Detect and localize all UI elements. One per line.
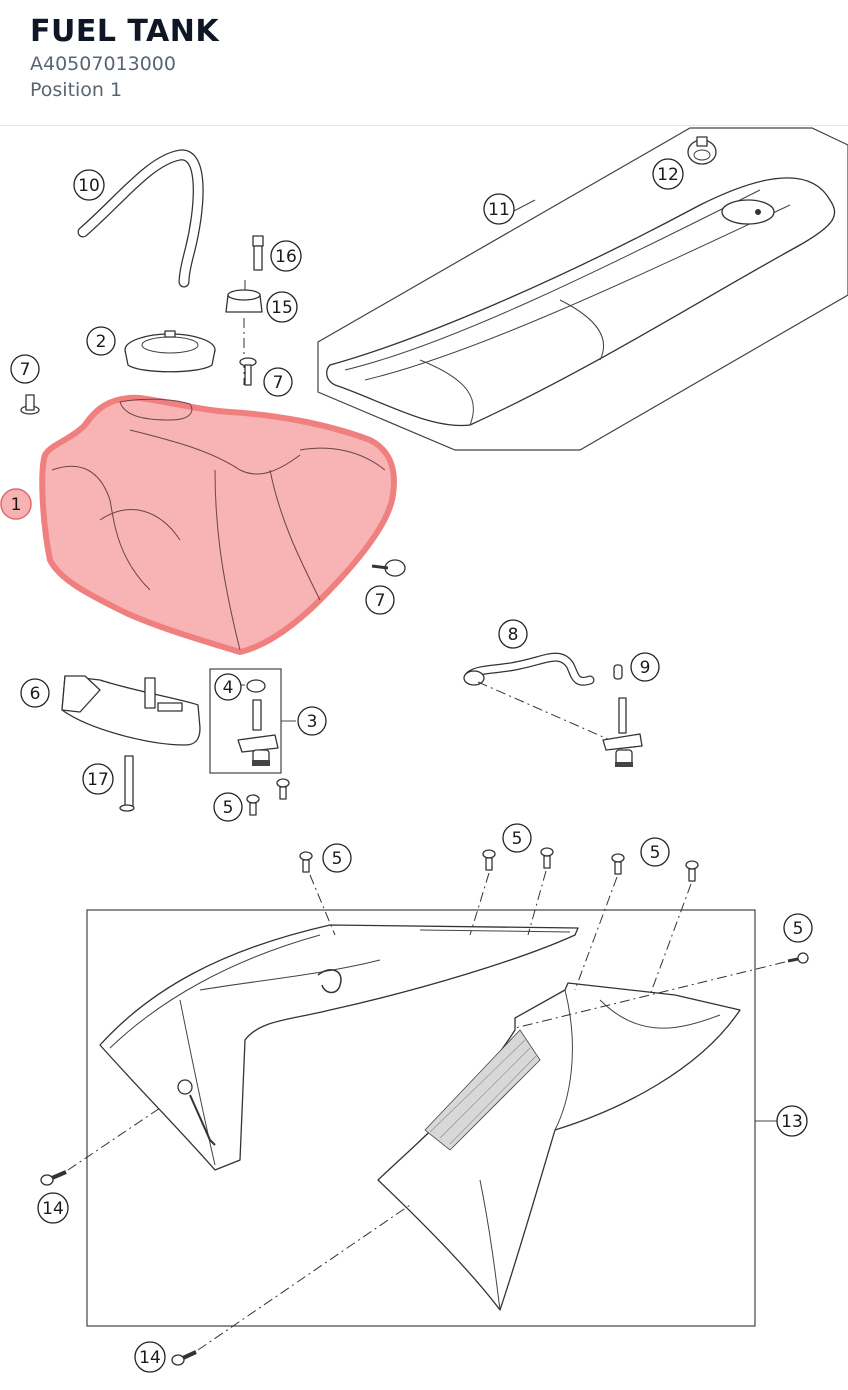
position-label: Position 1 bbox=[30, 79, 123, 101]
page-header: FUEL TANK A40507013000 Position 1 bbox=[0, 0, 848, 126]
part-seat-knob[interactable] bbox=[687, 136, 717, 165]
svg-text:16: 16 bbox=[275, 247, 297, 267]
svg-text:5: 5 bbox=[223, 798, 234, 818]
svg-text:13: 13 bbox=[781, 1112, 803, 1132]
page-title: FUEL TANK bbox=[30, 14, 220, 49]
svg-text:5: 5 bbox=[650, 843, 661, 863]
svg-text:5: 5 bbox=[332, 849, 343, 869]
part-screw-5-tap[interactable] bbox=[246, 778, 290, 816]
part-screw-5-spoiler-5[interactable] bbox=[685, 860, 699, 882]
svg-text:15: 15 bbox=[271, 298, 293, 318]
callout-2[interactable]: 2 bbox=[86, 326, 116, 356]
callout-13[interactable]: 13 bbox=[776, 1105, 808, 1137]
part-spoiler-left[interactable] bbox=[99, 924, 579, 1171]
callout-16[interactable]: 16 bbox=[270, 240, 302, 272]
svg-text:6: 6 bbox=[30, 684, 41, 704]
part-fuel-tank[interactable] bbox=[39, 394, 397, 655]
callout-11[interactable]: 11 bbox=[483, 193, 515, 225]
part-fuel-tap-right[interactable] bbox=[602, 697, 643, 767]
callout-5-spoiler-side[interactable]: 5 bbox=[783, 913, 813, 943]
part-screw-5-spoiler-3[interactable] bbox=[540, 847, 554, 869]
callout-5-spoiler-right[interactable]: 5 bbox=[640, 837, 670, 867]
callout-10[interactable]: 10 bbox=[73, 169, 105, 201]
svg-text:7: 7 bbox=[20, 360, 31, 380]
callout-9[interactable]: 9 bbox=[630, 652, 660, 682]
part-bolt-17[interactable] bbox=[119, 755, 135, 812]
svg-text:7: 7 bbox=[273, 373, 284, 393]
callout-7-left[interactable]: 7 bbox=[10, 354, 40, 384]
svg-text:14: 14 bbox=[42, 1199, 64, 1219]
svg-text:14: 14 bbox=[139, 1348, 161, 1368]
group-box-spoilers bbox=[86, 909, 756, 1327]
part-bolt-16[interactable] bbox=[252, 235, 264, 271]
part-fuel-cap[interactable] bbox=[124, 330, 216, 373]
callout-14-bottom[interactable]: 14 bbox=[134, 1341, 166, 1373]
part-seat[interactable] bbox=[317, 127, 848, 451]
part-screw-7-right[interactable] bbox=[371, 559, 406, 577]
svg-text:3: 3 bbox=[307, 712, 318, 732]
callout-7-top[interactable]: 7 bbox=[263, 367, 293, 397]
part-spoiler-right[interactable] bbox=[377, 982, 741, 1311]
callout-15[interactable]: 15 bbox=[266, 291, 298, 323]
callout-7-right[interactable]: 7 bbox=[365, 585, 395, 615]
part-tank-bracket[interactable] bbox=[61, 675, 201, 746]
part-screw-7-left[interactable] bbox=[20, 394, 40, 415]
part-bolt-14-left[interactable] bbox=[40, 1170, 67, 1186]
callout-4[interactable]: 4 bbox=[214, 673, 242, 701]
svg-text:7: 7 bbox=[375, 591, 386, 611]
callout-5-spoiler-left[interactable]: 5 bbox=[322, 843, 352, 873]
part-screw-5-spoiler-2[interactable] bbox=[482, 849, 496, 871]
part-breather-pipe[interactable] bbox=[463, 652, 595, 686]
svg-text:12: 12 bbox=[657, 165, 679, 185]
part-screw-5-spoiler-6[interactable] bbox=[787, 952, 809, 964]
svg-text:11: 11 bbox=[488, 200, 510, 220]
part-screw-7-top[interactable] bbox=[239, 357, 257, 386]
part-clip-9[interactable] bbox=[613, 664, 623, 680]
part-screw-5-spoiler-1[interactable] bbox=[299, 851, 313, 873]
svg-text:9: 9 bbox=[640, 658, 651, 678]
exploded-parts-diagram: 1 2 3 4 5 5 5 5 5 6 7 7 bbox=[0, 126, 848, 1390]
svg-text:5: 5 bbox=[793, 919, 804, 939]
part-rubber-bushing[interactable] bbox=[225, 289, 263, 313]
callout-1[interactable]: 1 bbox=[0, 488, 32, 520]
callout-8[interactable]: 8 bbox=[498, 619, 528, 649]
svg-text:2: 2 bbox=[96, 332, 107, 352]
svg-text:5: 5 bbox=[512, 829, 523, 849]
svg-text:10: 10 bbox=[78, 176, 100, 196]
svg-text:17: 17 bbox=[87, 770, 109, 790]
callout-14-left[interactable]: 14 bbox=[37, 1192, 69, 1224]
svg-text:4: 4 bbox=[223, 678, 234, 698]
svg-text:1: 1 bbox=[11, 495, 22, 515]
part-fuel-hose[interactable] bbox=[77, 149, 204, 288]
callout-5-spoiler-mid[interactable]: 5 bbox=[502, 823, 532, 853]
part-fuel-tap[interactable] bbox=[237, 679, 279, 766]
part-bolt-14-bottom[interactable] bbox=[171, 1350, 197, 1366]
callout-17[interactable]: 17 bbox=[82, 763, 114, 795]
part-screw-5-spoiler-4[interactable] bbox=[611, 853, 625, 875]
callout-6[interactable]: 6 bbox=[20, 678, 50, 708]
part-number: A40507013000 bbox=[30, 53, 176, 75]
callout-5-tap[interactable]: 5 bbox=[213, 792, 243, 822]
svg-text:8: 8 bbox=[508, 625, 519, 645]
callout-12[interactable]: 12 bbox=[652, 158, 684, 190]
callout-3[interactable]: 3 bbox=[297, 706, 327, 736]
